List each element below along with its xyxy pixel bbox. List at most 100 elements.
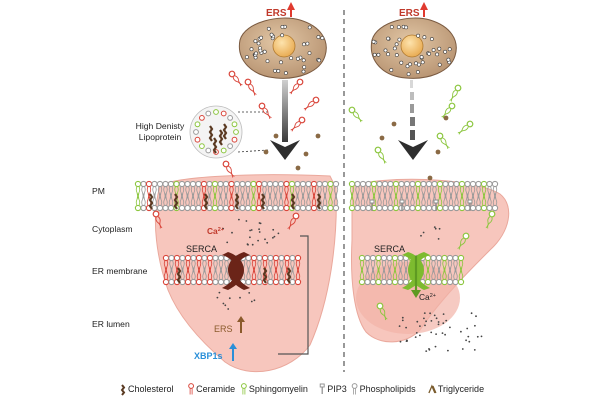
er-membrane-left [162,254,302,286]
hdl-surface-lipid [205,147,212,154]
phospholipid-icon [381,193,389,212]
calcium-ion [414,336,417,338]
phospholipid-icon [321,193,329,212]
phospholipid-icon [409,180,416,199]
ceramide-icon [287,212,300,230]
ceramide-icon [289,78,304,95]
calcium-ion [425,320,427,323]
legend-item-sphingomyelin: Sphingomyelin [241,383,308,395]
ers-label-liver: ERS [214,316,245,334]
pip3-icon [399,199,405,211]
hdl-surface-lipid [220,147,227,154]
cholesterol-icon [203,193,209,210]
calcium-ion [231,231,233,234]
plasma-membrane-right [348,180,499,212]
ca-label-left: Ca2+ [207,226,224,236]
cholesterol-icon [176,267,182,284]
phospholipid-icon [359,180,367,199]
calcium-ion [226,241,229,244]
calcium-ion [401,316,404,319]
triglyceride-droplet [273,133,279,139]
cholesterol-icon [222,123,228,140]
calcium-ion [272,228,275,231]
calcium-ion [467,335,470,338]
calcium-ion [423,317,425,320]
phospholipid-icon [354,193,361,212]
serca-pump-left [222,252,250,290]
hdl-surface-lipid [220,110,227,117]
calcium-ion [419,325,421,327]
calcium-ion [434,345,437,348]
phospholipid-icon [447,193,455,212]
calcium-ion [465,339,467,342]
calcium-ion [434,227,437,230]
calcium-ion [474,324,476,327]
calcium-ion [445,319,448,322]
hdl-label-line2: Lipoprotein [139,132,182,142]
calcium-ion [251,243,254,246]
hdl-surface-lipid [227,143,234,150]
sphingomyelin-icon [436,132,450,149]
phospholipid-icon [425,193,433,212]
calcium-ion [466,327,469,330]
calcium-ion [438,227,441,230]
calcium-ion [258,231,261,233]
sphingomyelin-icon [376,302,388,321]
calcium-ion [399,340,402,343]
phospholipid-icon [464,193,471,212]
hdl-surface-lipid [231,121,238,128]
cholesterol-icon [290,193,296,210]
triglyceride-droplet [315,133,321,139]
calcium-ion [415,332,418,334]
calcium-ion [430,331,433,334]
sphingomyelin-icon [392,193,400,212]
calcium-ion [245,220,248,222]
calcium-ion [266,241,269,244]
ceramide-icon [228,70,243,87]
calcium-ion [441,332,444,334]
calcium-ion [433,314,436,317]
calcium-ion [264,238,266,241]
hdl-particle [189,105,269,159]
triglyceride-icon [428,384,437,394]
ceramide-icon [184,267,192,286]
ceramide-icon [222,160,235,178]
calcium-ion [433,226,436,229]
calcium-ion [419,334,421,337]
hdl-surface-lipid [231,136,238,143]
sphingomyelin-icon [211,193,219,212]
free-lipids [152,70,496,321]
calcium-ion [461,348,464,350]
calcium-ion [238,218,240,221]
xbp1s-text: XBP1s [194,351,223,361]
phospholipid-icon [403,193,411,212]
calcium-ion [422,231,425,234]
phospholipid-icon [156,193,164,212]
sphingomyelin-icon [441,102,456,119]
phospholipid-icon [420,193,427,212]
triglyceride-droplet [435,149,441,155]
sphingomyelin-icon [436,193,444,212]
phospholipid-icon [332,193,340,212]
calcium-ion [273,235,276,238]
sphingomyelin-icon [134,193,142,212]
ceramide-icon [303,96,320,111]
phospholipid-icon [167,193,175,212]
calcium-ion [398,325,401,327]
pm-label: PM [92,186,105,196]
calcium-ion [406,339,408,342]
phospholipid-icon [491,180,499,199]
calcium-ion [250,300,253,303]
cholesterol-icon [218,129,224,146]
pip3-icon [319,383,325,394]
calcium-ion [259,222,262,225]
pip3-icon [467,199,473,211]
ceramide-icon [294,267,302,286]
calcium-ion [258,228,260,231]
ceramide-icon [244,78,257,96]
serca-label-left: SERCA [186,244,217,254]
ers-label-top-right: ERS [399,2,428,19]
phospholipid-icon [140,193,147,212]
calcium-ion [228,297,231,300]
